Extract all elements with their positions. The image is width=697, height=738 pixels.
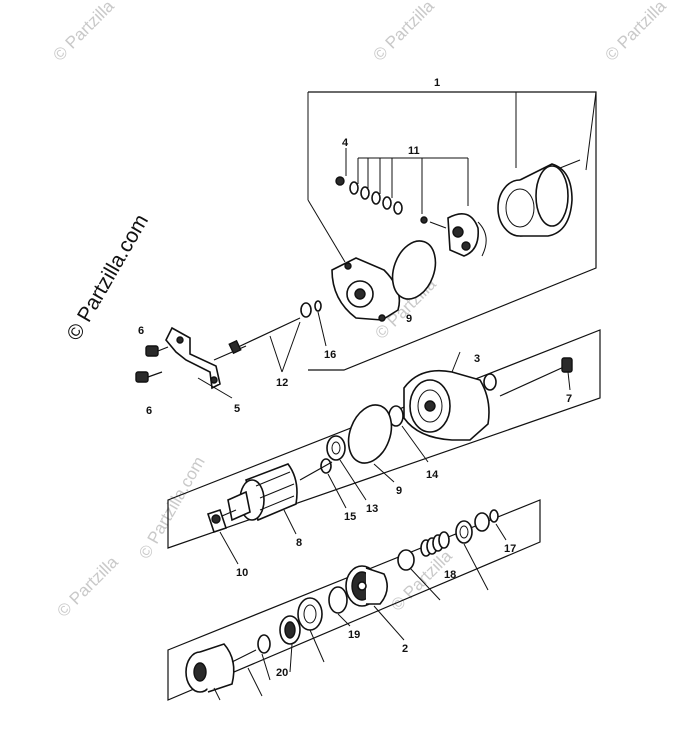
watermark-top-right: © Partzilla [601,0,670,65]
washer-stack [335,176,447,229]
snap-ring-19 [328,586,348,614]
callout-19: 19 [348,629,360,641]
callout-15: 15 [344,511,356,523]
callout-numbers: 1 4 11 9 16 6 12 6 5 3 7 14 9 13 15 8 10… [138,77,572,679]
watermark-top-center: © Partzilla [369,0,438,65]
callout-6-top: 6 [138,325,144,337]
spacer-10 [206,508,239,565]
watermark-left-middle: © Partzilla.com [135,453,209,562]
callout-5: 5 [234,403,240,415]
callout-2: 2 [402,643,408,655]
callout-10: 10 [236,567,248,579]
callout-7: 7 [566,393,572,405]
bracket-bolts [135,345,169,383]
clutch-gear [345,565,405,641]
o-ring-16 [314,300,322,312]
springs-18 [397,520,489,601]
brush-holder [447,212,487,257]
callout-18: 18 [444,569,456,581]
armature [221,461,333,535]
through-bolts [213,317,301,373]
drive-assembly [185,509,507,701]
watermark-top-left: © Partzilla [49,0,118,65]
pinion-gear [185,643,257,701]
rear-cover [331,257,401,322]
callout-3: 3 [474,353,480,365]
callout-16: 16 [324,349,336,361]
callout-8: 8 [296,537,302,549]
callout-13: 13 [366,503,378,515]
bearing-13 [326,435,367,501]
callout-12: 12 [276,377,288,389]
frame-drive [167,499,541,701]
callout-6-bottom: 6 [146,405,152,417]
front-housing [403,351,490,441]
o-ring-middle [347,404,393,464]
callout-11: 11 [408,145,420,157]
callout-14: 14 [426,469,439,481]
mounting-bracket [165,326,233,399]
frame-rear-assembly [308,91,597,371]
yoke-housing [497,159,581,237]
callout-20: 20 [276,667,288,679]
housing-assembly [206,351,573,565]
callout-9-middle: 9 [396,485,402,497]
o-ring-top [391,240,437,300]
callout-1: 1 [434,77,440,89]
washer-3 [483,373,497,391]
bolt-7 [499,357,573,397]
callout-9-top: 9 [406,313,412,325]
rear-assembly [135,91,597,399]
gear-20-group [247,597,325,697]
callout-17: 17 [504,543,516,555]
watermark-bottom-left: © Partzilla [53,552,122,621]
callout-4: 4 [342,137,349,149]
